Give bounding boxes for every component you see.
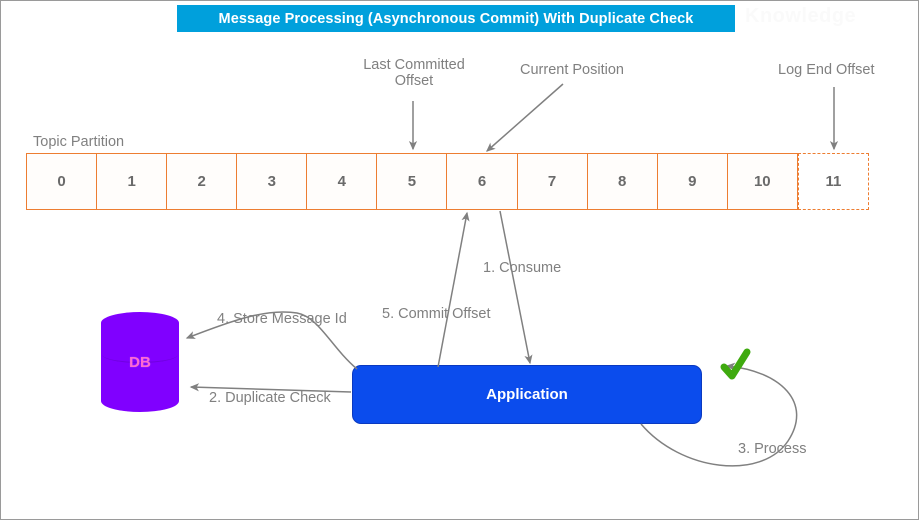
label-topic-partition: Topic Partition: [33, 134, 125, 150]
watermark-text: Knowledge: [745, 5, 857, 27]
database-cylinder-band: [102, 346, 178, 363]
partition-cell-10[interactable]: 10: [726, 153, 798, 210]
database-cylinder-bottom: [101, 390, 179, 412]
label-step-2-duplicate-check: 2. Duplicate Check: [208, 390, 332, 406]
diagram-title: Message Processing (Asynchronous Commit)…: [177, 5, 735, 32]
label-last-committed-offset-line1: Last Committed: [363, 57, 465, 73]
database-node[interactable]: DB: [101, 312, 179, 412]
partition-cell-3[interactable]: 3: [236, 153, 307, 210]
database-cylinder-top: [101, 312, 179, 334]
application-node[interactable]: Application: [352, 365, 702, 424]
arrow-step-1-consume: [499, 210, 533, 365]
partition-cell-11[interactable]: 11: [797, 153, 869, 210]
arrow-current-position: [486, 83, 564, 152]
label-step-4-store-message-id: 4. Store Message Id: [217, 311, 347, 327]
partition-cell-5[interactable]: 5: [376, 153, 447, 210]
label-step-5-commit-offset: 5. Commit Offset: [382, 306, 491, 322]
partition-cell-2[interactable]: 2: [166, 153, 237, 210]
label-step-3-process: 3. Process: [738, 441, 807, 457]
label-last-committed-offset-line2: Offset: [394, 73, 434, 89]
label-step-1-consume: 1. Consume: [483, 260, 562, 276]
check-mark-icon: [720, 348, 751, 380]
partition-cell-0[interactable]: 0: [26, 153, 97, 210]
partition-cell-7[interactable]: 7: [516, 153, 587, 210]
label-current-position: Current Position: [520, 62, 624, 78]
arrow-step-5-commit-offset: [437, 211, 470, 368]
application-label: Application: [486, 386, 568, 403]
label-log-end-offset: Log End Offset: [778, 62, 875, 78]
partition-cell-6[interactable]: 6: [446, 153, 517, 210]
database-label: DB: [129, 353, 151, 371]
partition-cell-9[interactable]: 9: [656, 153, 727, 210]
label-last-committed-offset: Last Committed Offset: [348, 57, 480, 89]
partition-cell-4[interactable]: 4: [306, 153, 377, 210]
partition-cell-1[interactable]: 1: [96, 153, 167, 210]
topic-partition-strip: 0 1 2 3 4 5 6 7 8 9 10 11: [26, 153, 869, 210]
partition-cell-8[interactable]: 8: [586, 153, 657, 210]
